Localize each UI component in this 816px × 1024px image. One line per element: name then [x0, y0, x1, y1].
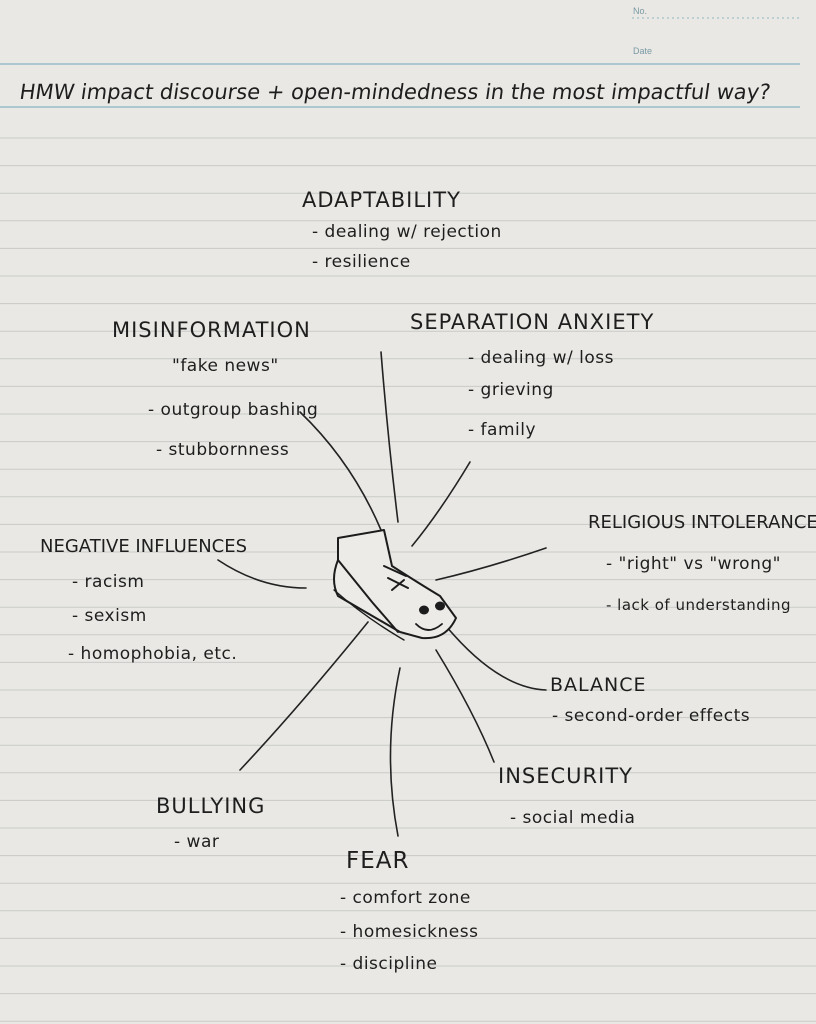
- cluster-item: "fake news": [172, 356, 279, 376]
- cluster-title-religious-intolerance: RELIGIOUS INTOLERANCE: [588, 512, 816, 533]
- cluster-item: - war: [174, 832, 220, 852]
- connector-balance: [445, 625, 547, 691]
- connector-insecurity: [435, 649, 495, 763]
- cluster-item: - outgroup bashing: [148, 400, 319, 420]
- cluster-item: - resilience: [312, 252, 411, 272]
- date-field-label: Date: [633, 46, 653, 56]
- no-field-label: No.: [633, 6, 648, 16]
- cluster-item: - homophobia, etc.: [68, 644, 238, 664]
- hmw-question: HMW impact discourse + open-mindedness i…: [18, 80, 773, 104]
- cluster-item: - discipline: [340, 954, 438, 974]
- cluster-title-bullying: BULLYING: [156, 794, 266, 818]
- shoe-doodle: [333, 529, 457, 641]
- cluster-title-misinformation: MISINFORMATION: [112, 318, 311, 342]
- cluster-item: - social media: [510, 808, 636, 828]
- cluster-item: - stubbornness: [156, 440, 290, 460]
- cluster-title-balance: BALANCE: [550, 674, 647, 696]
- connector-fear: [389, 667, 401, 837]
- cluster-item: - dealing w/ loss: [468, 348, 614, 368]
- connector-negative-influences: [217, 559, 307, 589]
- connector-lines: [217, 351, 547, 837]
- cluster-title-fear: FEAR: [346, 848, 410, 874]
- connector-adaptability: [380, 351, 399, 523]
- cluster-item: - family: [468, 420, 537, 440]
- cluster-title-negative-influences: NEGATIVE INFLUENCES: [40, 536, 248, 557]
- cluster-item: - lack of understanding: [606, 596, 792, 614]
- connector-religious-intolerance: [435, 547, 547, 581]
- cluster-item: - grieving: [468, 380, 554, 400]
- connector-separation-anxiety: [411, 461, 471, 547]
- cluster-item: - "right" vs "wrong": [606, 554, 781, 574]
- smiley-face-icon: [415, 601, 445, 631]
- cluster-item: - dealing w/ rejection: [312, 222, 502, 242]
- cluster-item: - comfort zone: [340, 888, 471, 908]
- cluster-item: - sexism: [72, 606, 147, 626]
- connector-misinformation: [299, 411, 382, 531]
- cluster-item: - homesickness: [340, 922, 479, 942]
- cluster-item: - second-order effects: [552, 706, 751, 726]
- cluster-title-adaptability: ADAPTABILITY: [302, 188, 461, 212]
- cluster-title-insecurity: INSECURITY: [498, 764, 633, 788]
- connector-bullying: [239, 621, 369, 771]
- cluster-item: - racism: [72, 572, 145, 592]
- cluster-title-separation-anxiety: SEPARATION ANXIETY: [410, 310, 655, 334]
